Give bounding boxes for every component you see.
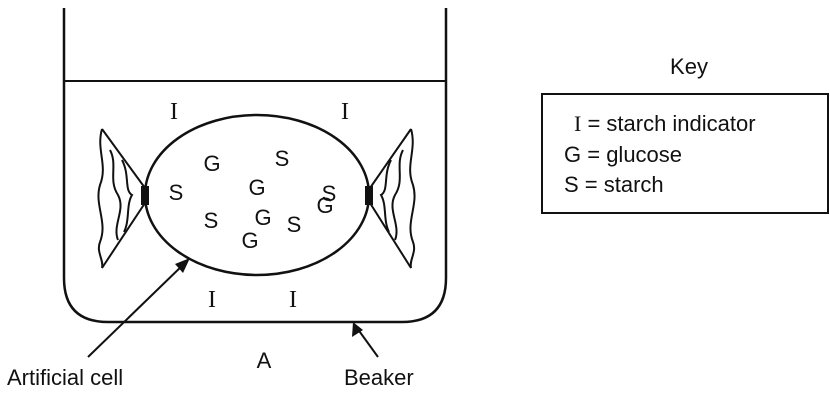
beaker-outline — [62, 8, 448, 324]
indicator-label: I — [289, 287, 297, 313]
key-symbol: G — [564, 142, 581, 167]
beaker-indicators: I I I I — [170, 99, 349, 313]
bottom-labels: Artificial cell A Beaker — [7, 348, 414, 390]
beaker-region-label: A — [257, 348, 272, 373]
indicator-label: I — [208, 287, 216, 313]
molecule-label: G — [241, 228, 258, 253]
key: Key I = starch indicator G = glucose S =… — [541, 54, 829, 214]
artificial-cell-membrane — [143, 113, 371, 277]
molecule-label: G — [316, 193, 333, 218]
key-text: = starch indicator — [581, 111, 755, 136]
molecule-label: S — [322, 181, 337, 206]
beaker-pointer — [352, 322, 379, 358]
molecule-label: G — [248, 175, 265, 200]
key-entry: G = glucose — [564, 142, 682, 167]
molecule-label: G — [254, 205, 271, 230]
artificial-cell-pointer — [87, 258, 190, 358]
artificial-cell-label: Artificial cell — [7, 365, 123, 390]
key-symbol: S — [564, 172, 579, 197]
molecule-label: S — [275, 146, 290, 171]
key-box — [541, 93, 829, 214]
cell-molecules: G S S G G S S G S G — [169, 146, 337, 253]
left-bag-tie — [97, 128, 149, 269]
indicator-label: I — [341, 99, 349, 125]
key-entry: I = starch indicator — [574, 111, 756, 136]
indicator-label: I — [170, 99, 178, 125]
molecule-label: S — [169, 180, 184, 205]
molecule-label: S — [204, 208, 219, 233]
molecule-label: S — [287, 212, 302, 237]
beaker-label: Beaker — [344, 365, 414, 390]
right-bag-tie — [365, 128, 416, 269]
key-text: = starch — [579, 172, 664, 197]
key-symbol: I — [574, 111, 581, 136]
molecule-label: G — [203, 151, 220, 176]
key-entry: S = starch — [564, 172, 664, 197]
key-text: = glucose — [581, 142, 682, 167]
key-title: Key — [670, 54, 708, 79]
